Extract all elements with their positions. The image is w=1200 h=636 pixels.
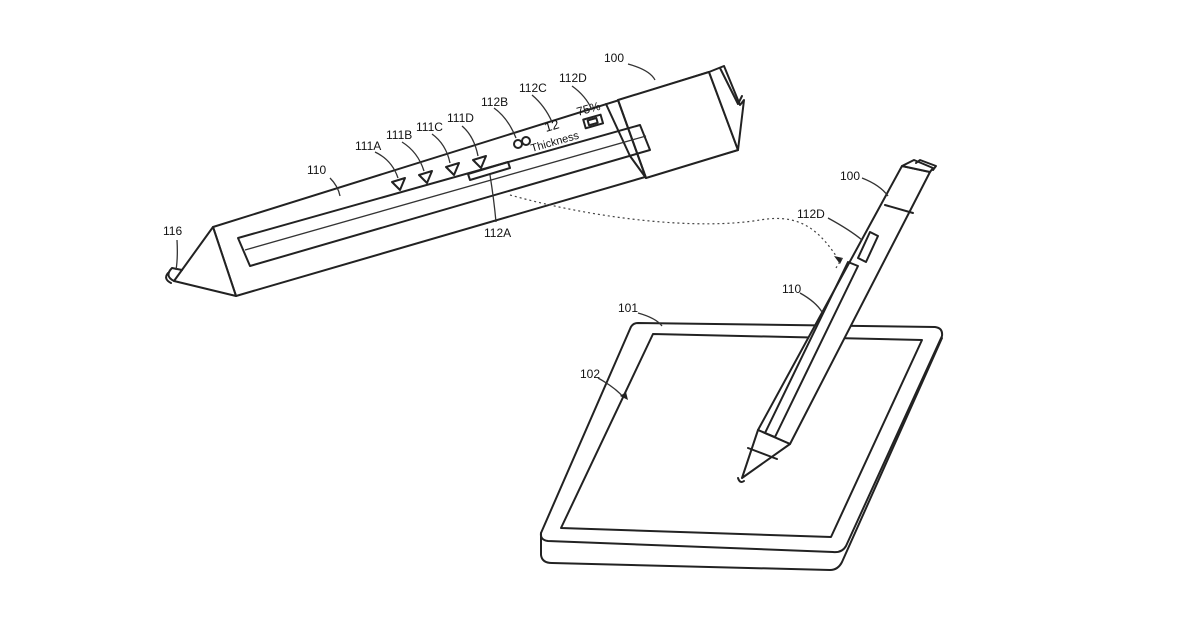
label-111c: 111C bbox=[416, 120, 443, 134]
small-pen-display bbox=[764, 261, 859, 438]
surface-arrow-icon bbox=[620, 392, 628, 400]
slot-112a bbox=[467, 161, 511, 181]
thickness-value: 12 bbox=[543, 116, 561, 134]
button-111d bbox=[472, 155, 487, 169]
label-112d-small: 112D bbox=[797, 207, 825, 221]
label-110: 110 bbox=[307, 163, 326, 177]
small-pen-battery bbox=[857, 231, 879, 263]
label-100-small: 100 bbox=[840, 169, 860, 183]
label-101: 101 bbox=[618, 301, 638, 315]
battery-icon bbox=[582, 113, 605, 130]
leader-lines bbox=[175, 63, 889, 399]
label-111b: 111B bbox=[386, 128, 412, 142]
label-102: 102 bbox=[580, 367, 600, 381]
label-112b: 112B bbox=[481, 95, 508, 109]
button-111b bbox=[418, 170, 433, 184]
label-112c: 112C bbox=[519, 81, 547, 95]
label-116: 116 bbox=[163, 224, 182, 238]
tablet bbox=[539, 322, 944, 571]
connection-dashed-line bbox=[509, 194, 841, 263]
arrow-head-icon bbox=[834, 256, 843, 264]
label-100: 100 bbox=[604, 51, 624, 65]
battery-percent: 75% bbox=[575, 99, 602, 119]
label-110-small: 110 bbox=[782, 282, 801, 296]
label-111d: 111D bbox=[447, 111, 474, 125]
big-pen bbox=[165, 65, 745, 297]
button-111a bbox=[391, 177, 406, 191]
label-112a: 112A bbox=[484, 226, 511, 240]
label-112d: 112D bbox=[559, 71, 587, 85]
thickness-icon bbox=[513, 136, 531, 149]
label-111a: 111A bbox=[355, 139, 381, 153]
button-111c bbox=[445, 162, 460, 176]
small-pen bbox=[737, 159, 937, 483]
